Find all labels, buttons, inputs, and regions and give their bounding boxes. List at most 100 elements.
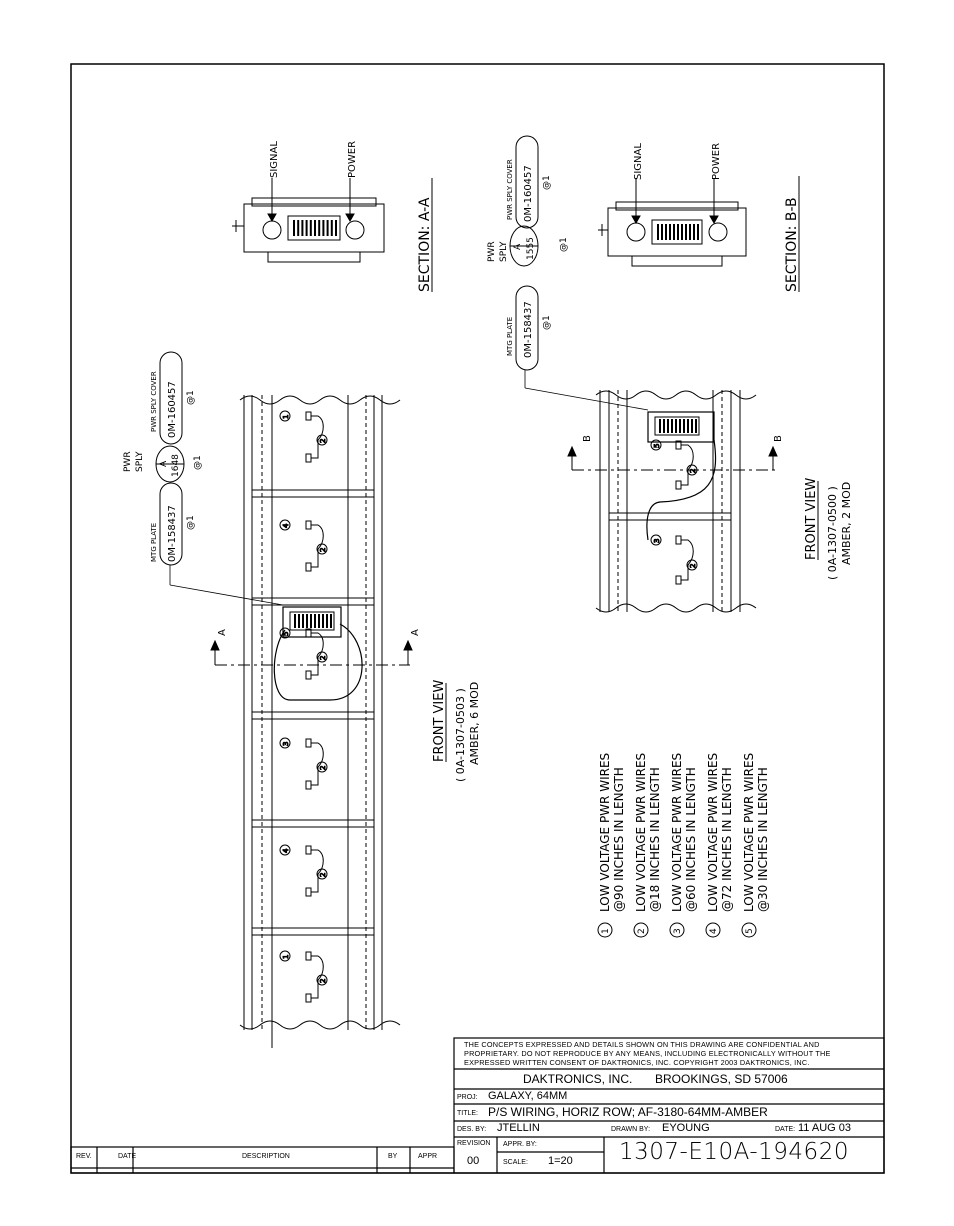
note-line-2: @30 INCHES IN LENGTH — [756, 767, 770, 912]
heatsink-fin — [657, 224, 659, 240]
connector — [305, 780, 312, 790]
heatsink-fin — [693, 224, 695, 240]
b-pwr-sply-num: 1555 — [526, 237, 536, 260]
heatsink-fin — [330, 220, 333, 236]
callout-a — [155, 351, 185, 566]
wire-callout-number: 3 — [282, 742, 290, 746]
wire-callout-circle — [650, 534, 662, 546]
connector — [675, 480, 682, 490]
b-pwr-sply-letter: A — [513, 243, 523, 250]
connector — [305, 738, 312, 748]
heatsink-fin — [330, 614, 332, 628]
heatsink-fin — [302, 614, 304, 628]
wire-loop — [311, 955, 324, 999]
heatsink-fin — [326, 220, 329, 236]
wire-loop — [311, 849, 324, 893]
module-wire: 42 — [271, 844, 328, 942]
wire-callout-circle — [316, 434, 328, 446]
note-line-2: @72 INCHES IN LENGTH — [720, 767, 734, 912]
b-mtg-plate-qty: @1 — [542, 315, 552, 330]
module-wire: 12 — [271, 410, 328, 508]
company-location: BROOKINGS, SD 57006 — [655, 1072, 788, 1086]
section-a-drawing — [232, 178, 385, 263]
wire-loop — [311, 632, 324, 676]
section-b-drawing — [598, 178, 747, 267]
module-wire: 52 — [650, 439, 698, 490]
heatsink-fin — [335, 220, 337, 236]
wire-callout-number: 1 — [282, 415, 290, 419]
b-pwr-sply-label-2: SPLY — [499, 241, 509, 262]
wire-callout-number: 2 — [319, 766, 327, 770]
note-number: 2 — [637, 928, 647, 934]
heatsink-fin — [669, 224, 671, 240]
front-view-b-part: ( 0A-1307-0500 ) — [826, 486, 839, 580]
section-b-title: SECTION: B-B — [784, 197, 800, 292]
drawing-number: 1307-E10A-194620 — [619, 1139, 849, 1165]
connector — [305, 845, 312, 855]
section-b-marker-right: B — [773, 435, 784, 442]
connector — [305, 520, 312, 530]
front-view-b-heading: FRONT VIEW — [804, 478, 819, 560]
des-label: DES. BY: — [457, 1126, 487, 1133]
note-number: 4 — [709, 928, 719, 934]
connector — [305, 453, 312, 463]
note-line-1: LOW VOLTAGE PWR WIRES — [670, 753, 684, 912]
a-pwr-sply-label-2: SPLY — [135, 451, 145, 472]
wire-loop — [311, 742, 324, 786]
wire-callout-circle — [316, 651, 328, 663]
scale-value: 1=20 — [548, 1155, 573, 1167]
wire-callout-number: 3 — [653, 539, 661, 543]
note-line-1: LOW VOLTAGE PWR WIRES — [742, 753, 756, 912]
connector — [305, 993, 312, 1003]
module-wire: 32 — [650, 534, 698, 585]
des-value: JTELLIN — [497, 1122, 540, 1134]
power-supply-b — [524, 370, 717, 541]
heatsink-fin — [667, 419, 669, 433]
note-number-circle — [597, 922, 613, 938]
section-a-power: POWER — [347, 141, 358, 178]
appr-col: APPR — [418, 1153, 438, 1160]
heatsink-fin — [661, 224, 663, 240]
wire-loop — [311, 415, 324, 459]
heatsink-fin — [293, 220, 295, 236]
proj-value: GALAXY, 64MM — [488, 1090, 568, 1102]
heatsink-fin — [294, 614, 296, 628]
heatsink-fin — [301, 220, 304, 236]
wire-loop — [681, 539, 694, 581]
heatsink-fin — [697, 224, 699, 240]
heatsink-fin — [318, 614, 320, 628]
appr-label: APPR. BY: — [503, 1141, 537, 1148]
disclaimer-line-2: PROPRIETARY. DO NOT REPRODUCE BY ANY MEA… — [464, 1049, 831, 1058]
heatsink-fin — [681, 224, 683, 240]
heatsink-fin — [326, 614, 328, 628]
wire-callout-number: 4 — [282, 848, 290, 853]
wire-callout-circle — [316, 868, 328, 880]
a-pwr-sply-qty: @1 — [193, 455, 203, 470]
wire-callout-number: 2 — [319, 548, 327, 552]
drawn-label: DRAWN BY: — [611, 1126, 651, 1133]
wire-callout-circle — [650, 439, 662, 451]
front-view-b-desc: AMBER, 2 MOD — [840, 482, 853, 565]
wire-callout-circle — [316, 974, 328, 986]
note-line-1: LOW VOLTAGE PWR WIRES — [598, 753, 612, 912]
title-label: TITLE: — [457, 1110, 479, 1117]
by-col: BY — [388, 1153, 398, 1160]
date-col: DATE — [118, 1153, 137, 1160]
section-b-cutline — [567, 445, 778, 471]
front-view-a-heading: FRONT VIEW — [432, 680, 447, 762]
disclaimer-line-3: EXPRESSED WRITTEN CONSENT OF DAKTRONICS,… — [464, 1058, 810, 1067]
module-wire: 32 — [271, 737, 328, 835]
connector — [305, 887, 312, 897]
heatsink-fin — [314, 220, 316, 236]
a-pwr-sply-label-1: PWR — [123, 451, 133, 472]
revision-label: REVISION — [457, 1140, 491, 1147]
heatsink-fin — [314, 614, 316, 628]
b-pwr-sply-qty: @1 — [559, 237, 569, 252]
wire-callout-circle — [316, 543, 328, 555]
note-number-circle — [741, 922, 757, 938]
front-view-a-part: ( 0A-1307-0503 ) — [454, 688, 467, 782]
note-number-circle — [669, 922, 685, 938]
